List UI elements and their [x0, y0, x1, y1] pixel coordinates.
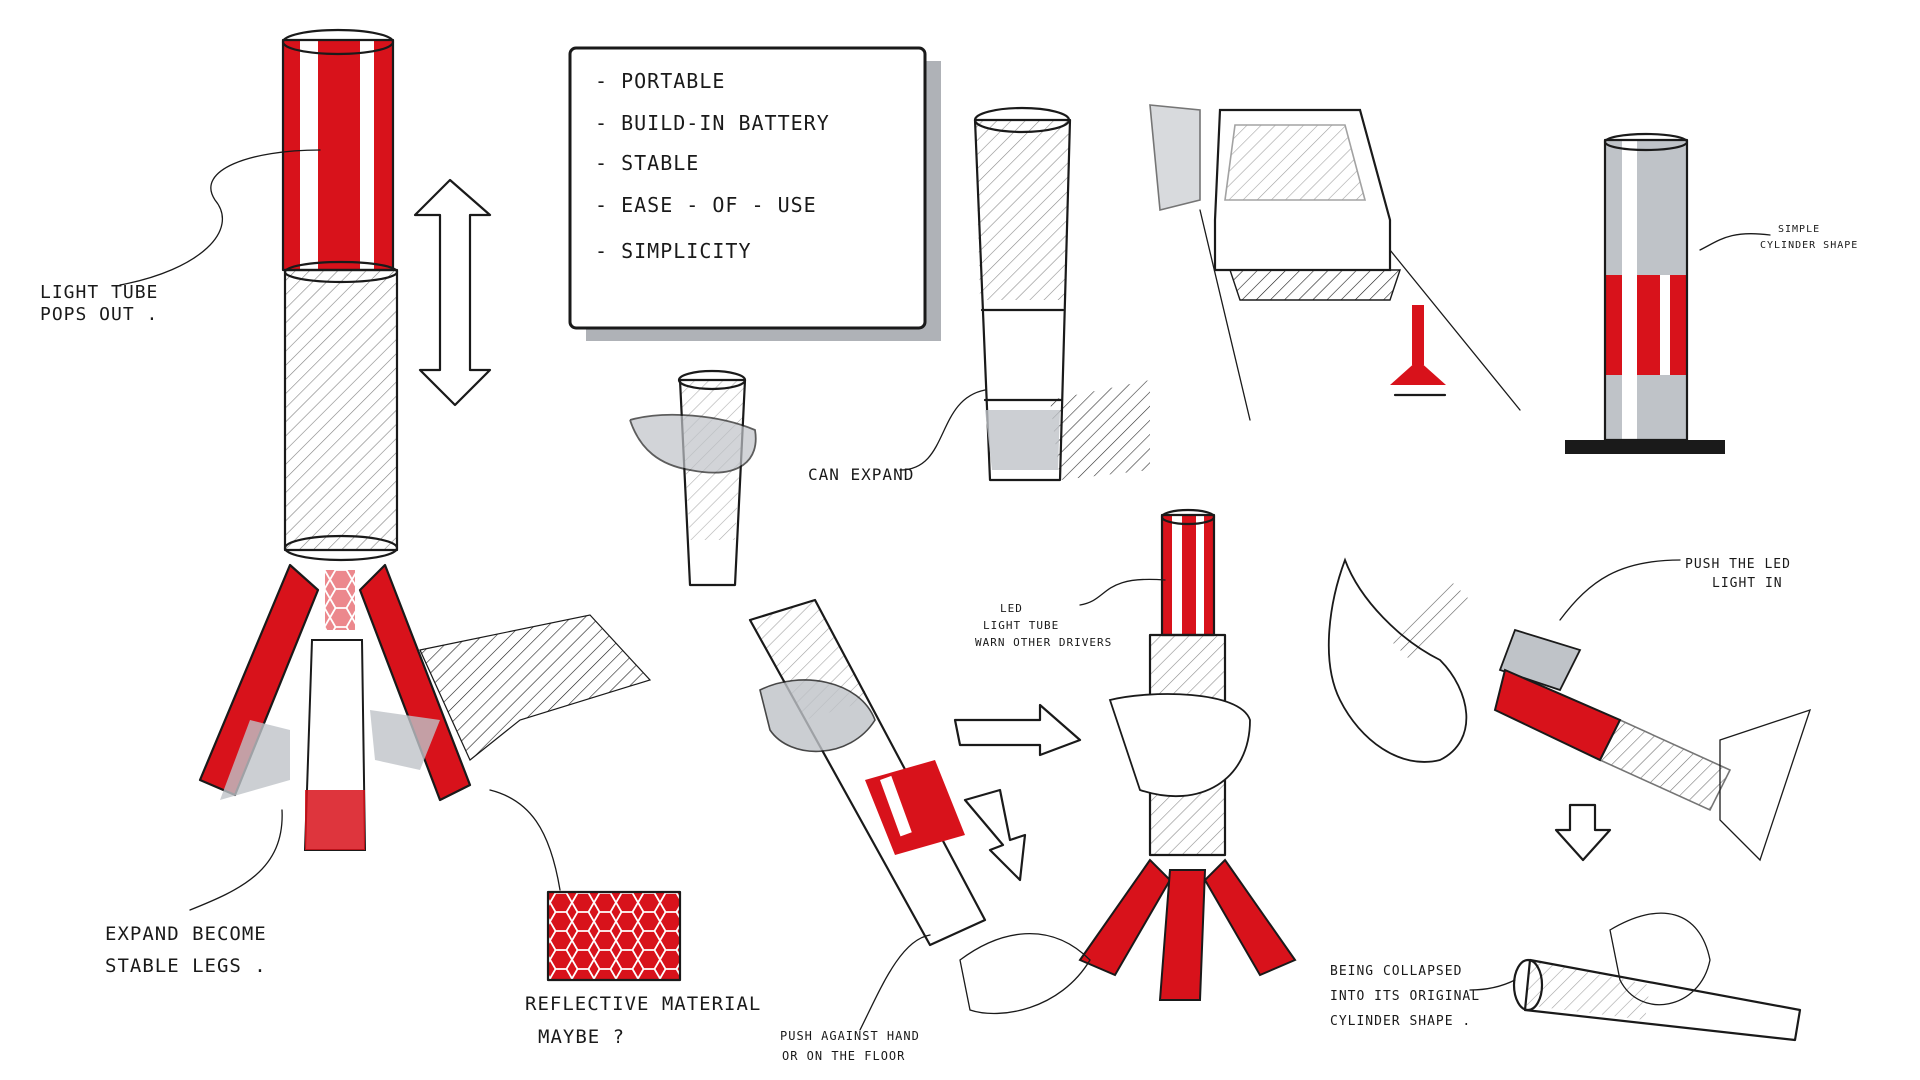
note-item-simplicity: - SIMPLICITY: [595, 239, 752, 263]
collapsed-line3: CYLINDER SHAPE .: [1330, 1014, 1471, 1029]
reflective-line1: REFLECTIVE MATERIAL: [525, 993, 761, 1015]
expand-double-arrow: [413, 178, 492, 407]
push-arrow-down: [963, 788, 1027, 882]
led-tube-line3: WARN OTHER DRIVERS: [975, 636, 1112, 649]
requirements-note-card: - PORTABLE - BUILD-IN BATTERY - STABLE -…: [568, 46, 941, 341]
collapsed-cylinder-sketch: BEING COLLAPSED INTO ITS ORIGINAL CYLIND…: [1330, 912, 1802, 1042]
push-against-line1: PUSH AGAINST HAND: [780, 1029, 920, 1043]
expanding-tube-sketch: CAN EXPAND: [808, 106, 1150, 484]
annotation-light-tube: LIGHT TUBE POPS OUT .: [40, 149, 321, 325]
can-expand-label: CAN EXPAND: [808, 465, 914, 484]
push-led-line1: PUSH THE LED: [1685, 557, 1791, 572]
led-tube-line1: LED: [1000, 602, 1023, 615]
push-against-line2: OR ON THE FLOOR: [782, 1049, 905, 1063]
expand-legs-line1: EXPAND BECOME: [105, 923, 267, 945]
collapsed-line2: INTO ITS ORIGINAL: [1330, 989, 1480, 1004]
simple-cylinder-sketch: SIMPLE CYLINDER SHAPE: [1565, 132, 1858, 454]
simple-cylinder-line2: CYLINDER SHAPE: [1760, 240, 1858, 251]
stable-legs: [198, 563, 472, 851]
push-led-line2: LIGHT IN: [1712, 576, 1783, 591]
annotation-expand-legs: EXPAND BECOME STABLE LEGS .: [105, 809, 283, 977]
red-light-tube: [283, 40, 393, 270]
push-against-hand-sketch: PUSH AGAINST HAND OR ON THE FLOOR: [748, 598, 1091, 1063]
note-item-portable: - PORTABLE: [595, 69, 725, 93]
note-item-ease: - EASE - OF - USE: [595, 193, 817, 217]
main-device-sketch: [198, 28, 652, 851]
honeycomb-swatch: [548, 892, 680, 980]
reflective-line2: MAYBE ?: [538, 1026, 625, 1048]
expand-legs-line2: STABLE LEGS .: [105, 955, 267, 977]
hand-holding-deployed-device: LED LIGHT TUBE WARN OTHER DRIVERS: [975, 508, 1297, 1001]
led-tube-line2: LIGHT TUBE: [983, 619, 1059, 632]
reflective-material-swatch: REFLECTIVE MATERIAL MAYBE ?: [489, 789, 761, 1048]
collapsed-line1: BEING COLLAPSED: [1330, 964, 1462, 979]
push-arrow-right: [953, 703, 1082, 757]
push-led-in-sketch: PUSH THE LED LIGHT IN: [1493, 557, 1812, 862]
collapse-arrow-down: [1554, 803, 1612, 862]
hand-holding-cylinder-sketch: [629, 369, 757, 587]
note-item-stable: - STABLE: [595, 151, 699, 175]
note-item-battery: - BUILD-IN BATTERY: [595, 111, 830, 135]
light-tube-line2: POPS OUT .: [40, 304, 158, 325]
light-tube-line1: LIGHT TUBE: [40, 282, 158, 303]
simple-cylinder-line1: SIMPLE: [1778, 224, 1820, 235]
open-hand-sketch: [1327, 557, 1470, 763]
car-roadside-scene: [1149, 104, 1521, 421]
